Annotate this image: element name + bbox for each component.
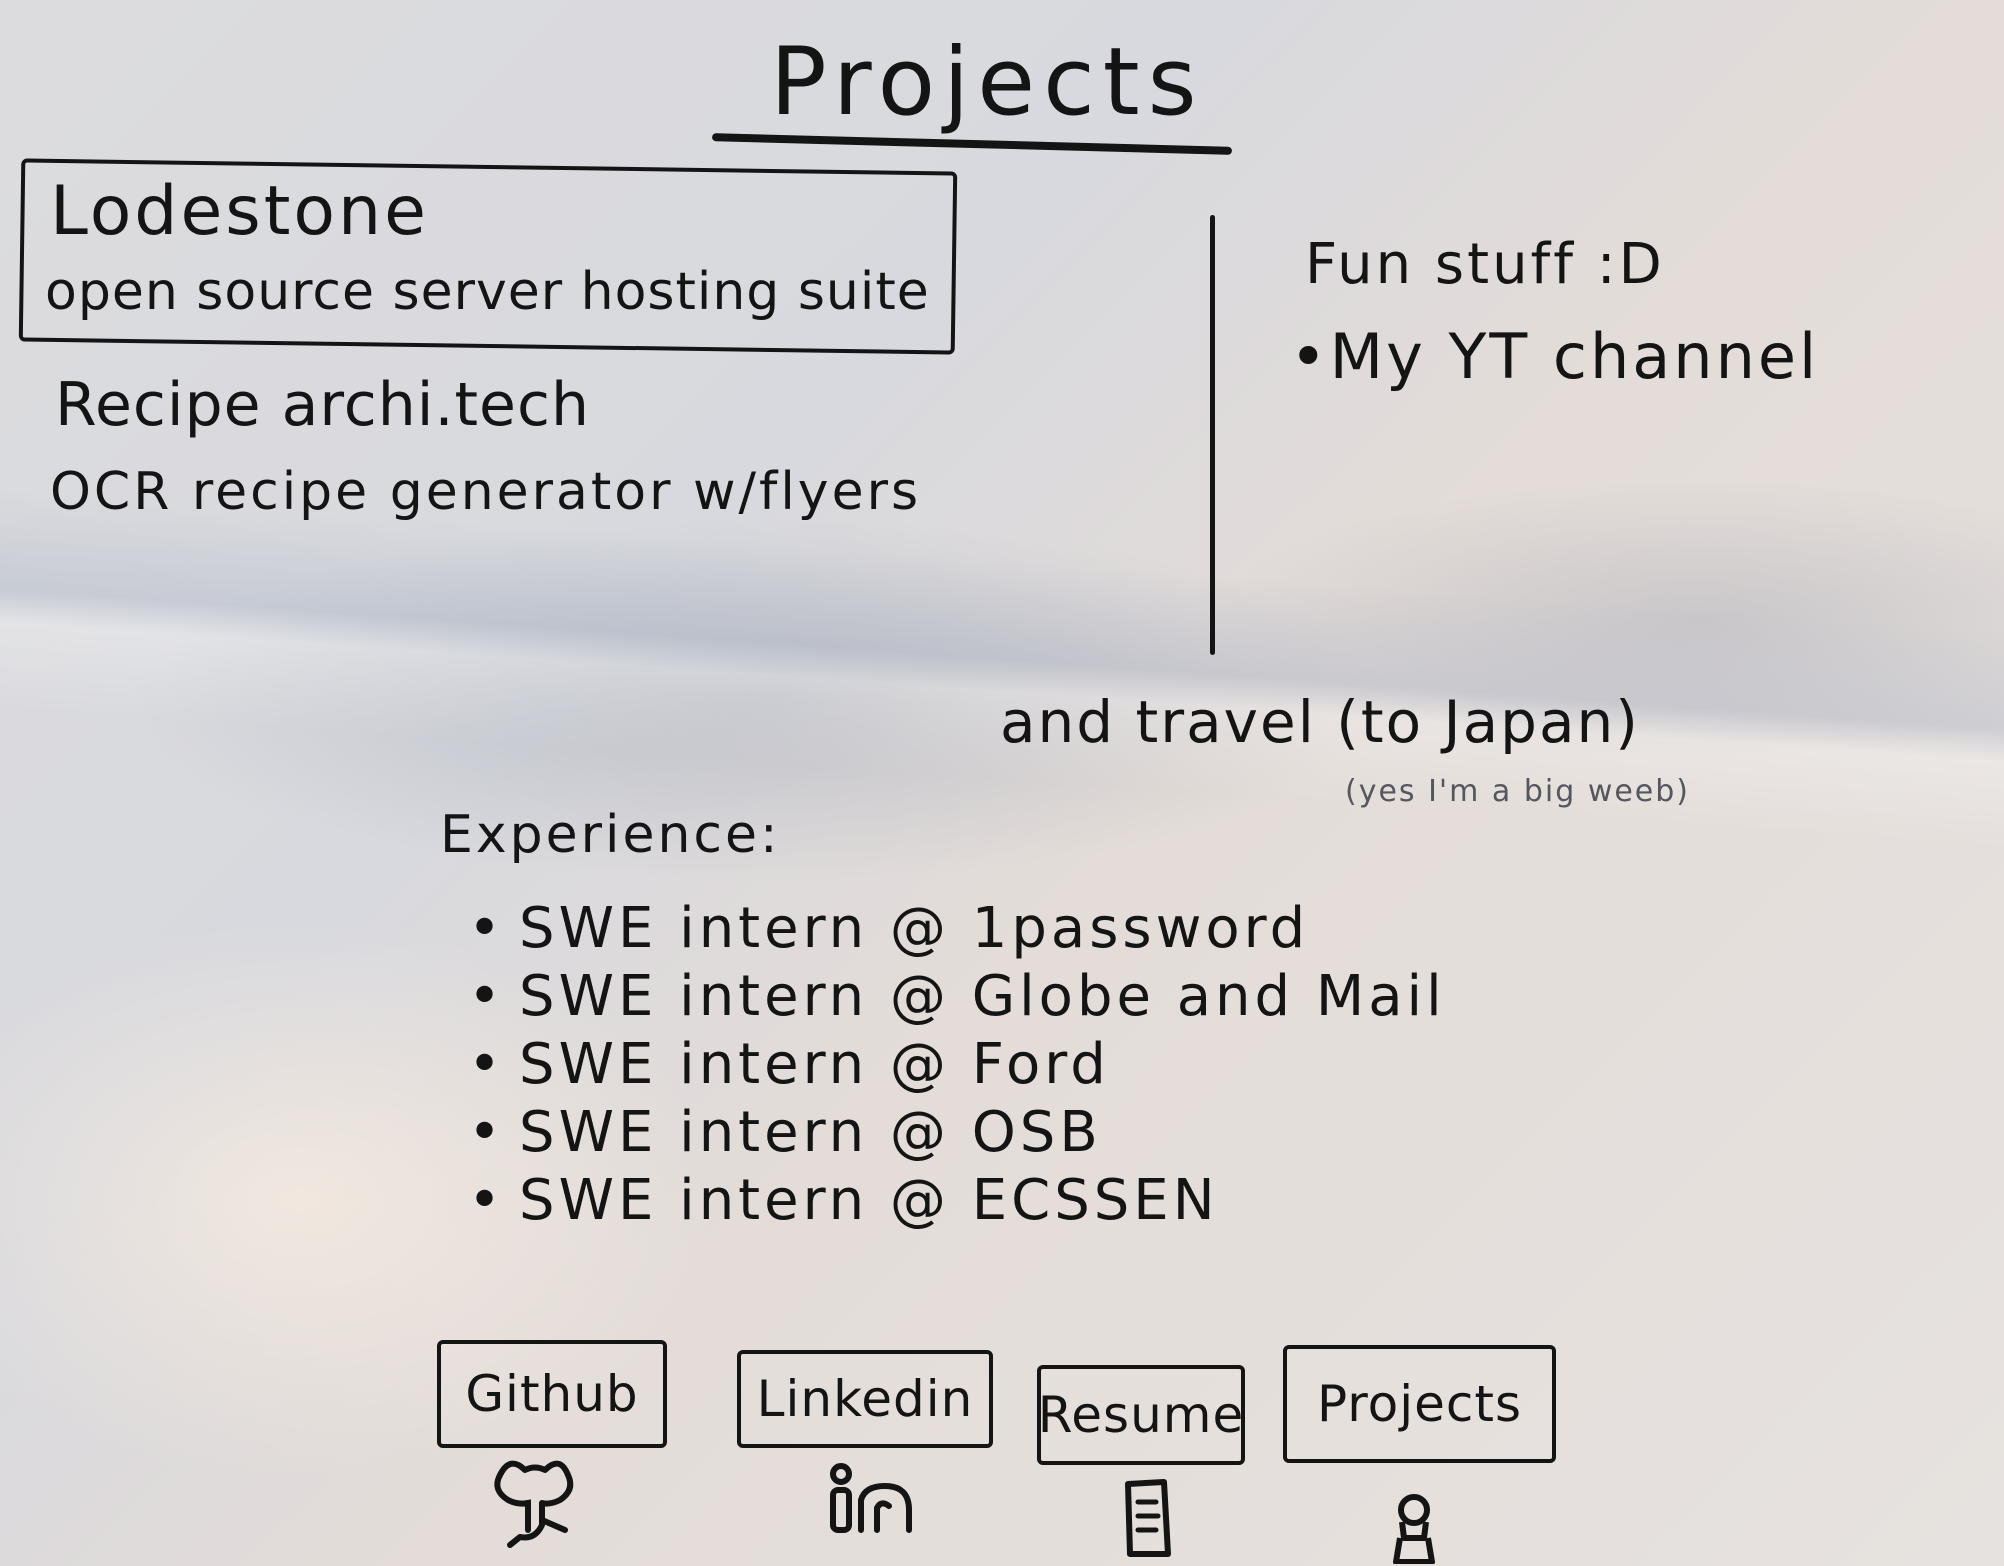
github-button[interactable]: Github xyxy=(437,1340,667,1448)
project-name-recipe[interactable]: Recipe archi.tech xyxy=(55,370,590,440)
resume-button[interactable]: Resume xyxy=(1037,1365,1245,1465)
github-icon[interactable] xyxy=(480,1445,590,1555)
project-name-lodestone: Lodestone xyxy=(50,172,429,251)
experience-item: SWE intern @ Ford xyxy=(519,1032,1110,1097)
list-item: •SWE intern @ ECSSEN xyxy=(468,1167,1446,1235)
projects-button[interactable]: Projects xyxy=(1283,1345,1556,1463)
project-description-lodestone: open source server hosting suite xyxy=(45,262,930,322)
experience-title: Experience: xyxy=(440,805,781,865)
projects-icon[interactable] xyxy=(1382,1492,1446,1564)
project-description-recipe: OCR recipe generator w/flyers xyxy=(50,462,922,522)
bullet-icon: • xyxy=(468,896,506,961)
travel-note: (yes I'm a big weeb) xyxy=(1345,774,1691,809)
list-item: •SWE intern @ Ford xyxy=(468,1031,1446,1099)
bullet-icon: • xyxy=(468,1100,506,1165)
page-title: Projects xyxy=(770,28,1205,137)
experience-item: SWE intern @ 1password xyxy=(519,896,1310,961)
fun-stuff-title: Fun stuff :D xyxy=(1305,232,1665,297)
experience-item: SWE intern @ OSB xyxy=(519,1100,1102,1165)
linkedin-icon[interactable] xyxy=(825,1460,925,1540)
list-item: •SWE intern @ OSB xyxy=(468,1099,1446,1167)
fun-item-yt-channel[interactable]: •My YT channel xyxy=(1290,320,1820,393)
list-item: •SWE intern @ 1password xyxy=(468,895,1446,963)
experience-list: •SWE intern @ 1password •SWE intern @ Gl… xyxy=(468,895,1446,1235)
bullet-icon: • xyxy=(468,1168,506,1233)
column-divider xyxy=(1210,215,1215,655)
list-item: •SWE intern @ Globe and Mail xyxy=(468,963,1446,1031)
fun-item-travel: and travel (to Japan) xyxy=(1000,688,1640,756)
linkedin-button[interactable]: Linkedin xyxy=(737,1350,993,1448)
bullet-icon: • xyxy=(468,1032,506,1097)
paper-fold-shadow xyxy=(0,489,2004,851)
resume-icon[interactable] xyxy=(1120,1478,1180,1558)
experience-item: SWE intern @ Globe and Mail xyxy=(519,964,1446,1029)
experience-item: SWE intern @ ECSSEN xyxy=(519,1168,1219,1233)
bullet-icon: • xyxy=(468,964,506,1029)
